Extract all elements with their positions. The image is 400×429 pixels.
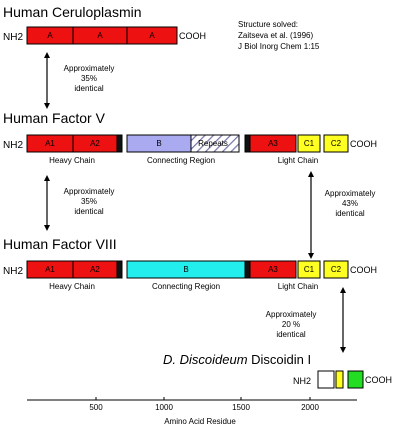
fv-domain-repeats <box>190 134 240 153</box>
fv-domain-a2-label: A2 <box>90 139 100 148</box>
svg-text:identical: identical <box>74 84 104 93</box>
fv-acidic-2 <box>244 134 251 153</box>
factor-viii-title: Human Factor VIII <box>3 236 117 252</box>
svg-text:identical: identical <box>335 209 365 218</box>
fviii-domain-c1 <box>297 260 321 279</box>
identity-cp-fv: Approximately 35% identical <box>64 64 115 93</box>
axis-label: Amino Acid Residue <box>164 417 236 426</box>
cp-domain-a3-label: A <box>149 31 155 40</box>
fviii-domain-a3-label: A3 <box>268 265 278 274</box>
fviii-domain-a3 <box>249 260 297 279</box>
fv-domain-a3 <box>249 134 297 153</box>
fviii-region-light-chain: Light Chain <box>278 282 318 291</box>
svg-text:35%: 35% <box>81 197 97 206</box>
ceruloplasmin-note: Structure solved: Zaitseva et al. (1996)… <box>238 20 320 51</box>
fv-domain-a3-label: A3 <box>268 139 278 148</box>
svg-text:Approximately: Approximately <box>64 64 115 73</box>
ceruloplasmin-nterm: NH2 <box>3 32 23 43</box>
arrow-cp-fv <box>44 52 50 109</box>
fv-domain-a1-label: A1 <box>45 139 55 148</box>
cp-domain-a2-label: A <box>97 31 103 40</box>
discoidin-bar <box>317 370 364 389</box>
factor-viii-bar <box>26 260 349 279</box>
ceruloplasmin-bar <box>26 26 178 45</box>
tick-label-500: 500 <box>89 403 103 412</box>
fviii-region-connecting: Connecting Region <box>152 282 220 291</box>
svg-text:20 %: 20 % <box>282 320 300 329</box>
tick-label-2000: 2000 <box>301 403 319 412</box>
svg-text:Approximately: Approximately <box>266 310 317 319</box>
factor-viii-cterm: COOH <box>350 265 377 275</box>
ceruloplasmin-cterm: COOH <box>179 31 206 41</box>
fviii-domain-c2-label: C2 <box>331 265 342 274</box>
fviii-domain-a2-label: A2 <box>90 265 100 274</box>
svg-text:43%: 43% <box>342 199 358 208</box>
fviii-domain-c2 <box>323 260 349 279</box>
factor-v-cterm: COOH <box>350 139 377 149</box>
svg-text:identical: identical <box>276 330 306 339</box>
fv-domain-b-label: B <box>156 139 161 148</box>
svg-text:35%: 35% <box>81 74 97 83</box>
fv-acidic-1 <box>116 134 123 153</box>
discoidin-title-rest: Discoidin I <box>248 352 312 367</box>
svg-text:Approximately: Approximately <box>325 189 376 198</box>
discoidin-title: D. Discoideum Discoidin I <box>163 352 311 367</box>
fviii-domain-b-label: B <box>183 265 188 274</box>
tick-label-1000: 1000 <box>155 403 173 412</box>
fviii-domain-c1-label: C1 <box>304 265 315 274</box>
factor-viii-nterm: NH2 <box>3 266 23 277</box>
ceruloplasmin-title: Human Ceruloplasmin <box>3 4 142 20</box>
fv-domain-c2-label: C2 <box>331 139 342 148</box>
fv-domain-c2 <box>323 134 349 153</box>
identity-fv-light: Approximately 43% identical <box>325 189 376 218</box>
note-line-3: J Biol Inorg Chem 1:15 <box>238 42 320 51</box>
factor-v-bar <box>26 134 349 153</box>
arrow-fv-fviii <box>44 175 50 231</box>
tick-label-1500: 1500 <box>232 403 250 412</box>
cp-domain-a3 <box>126 26 178 45</box>
discoidin-nterm: NH2 <box>293 376 311 386</box>
svg-text:identical: identical <box>74 207 104 216</box>
discoidin-title-italic: D. Discoideum <box>163 352 248 367</box>
fv-region-heavy-chain: Heavy Chain <box>49 156 95 165</box>
fv-domain-c1 <box>297 134 321 153</box>
fviii-region-heavy-chain: Heavy Chain <box>49 282 95 291</box>
svg-text:Approximately: Approximately <box>64 187 115 196</box>
note-line-2: Zaitseva et al. (1996) <box>238 31 313 40</box>
disc-domain-green <box>347 370 364 389</box>
cp-domain-a1-label: A <box>47 31 53 40</box>
disc-domain-white <box>317 370 335 389</box>
arrow-fv-light-fviii-light <box>308 171 314 259</box>
residue-axis <box>27 397 357 401</box>
fviii-domain-a1-label: A1 <box>45 265 55 274</box>
fviii-acidic-1 <box>116 260 123 279</box>
fv-region-light-chain: Light Chain <box>278 156 318 165</box>
note-line-1: Structure solved: <box>238 20 298 29</box>
arrow-fviii-discoidin <box>340 287 346 353</box>
fv-domain-c1-label: C1 <box>304 139 315 148</box>
fviii-acidic-2 <box>244 260 251 279</box>
disc-domain-yellow <box>335 370 344 389</box>
identity-fv-fviii: Approximately 35% identical <box>64 187 115 216</box>
fv-domain-repeats-label: Repeats <box>198 139 228 148</box>
discoidin-cterm: COOH <box>365 375 392 385</box>
factor-v-title: Human Factor V <box>3 110 106 126</box>
factor-v-nterm: NH2 <box>3 140 23 151</box>
fv-region-connecting: Connecting Region <box>147 156 215 165</box>
identity-fviii-discoidin: Approximately 20 % identical <box>266 310 317 339</box>
